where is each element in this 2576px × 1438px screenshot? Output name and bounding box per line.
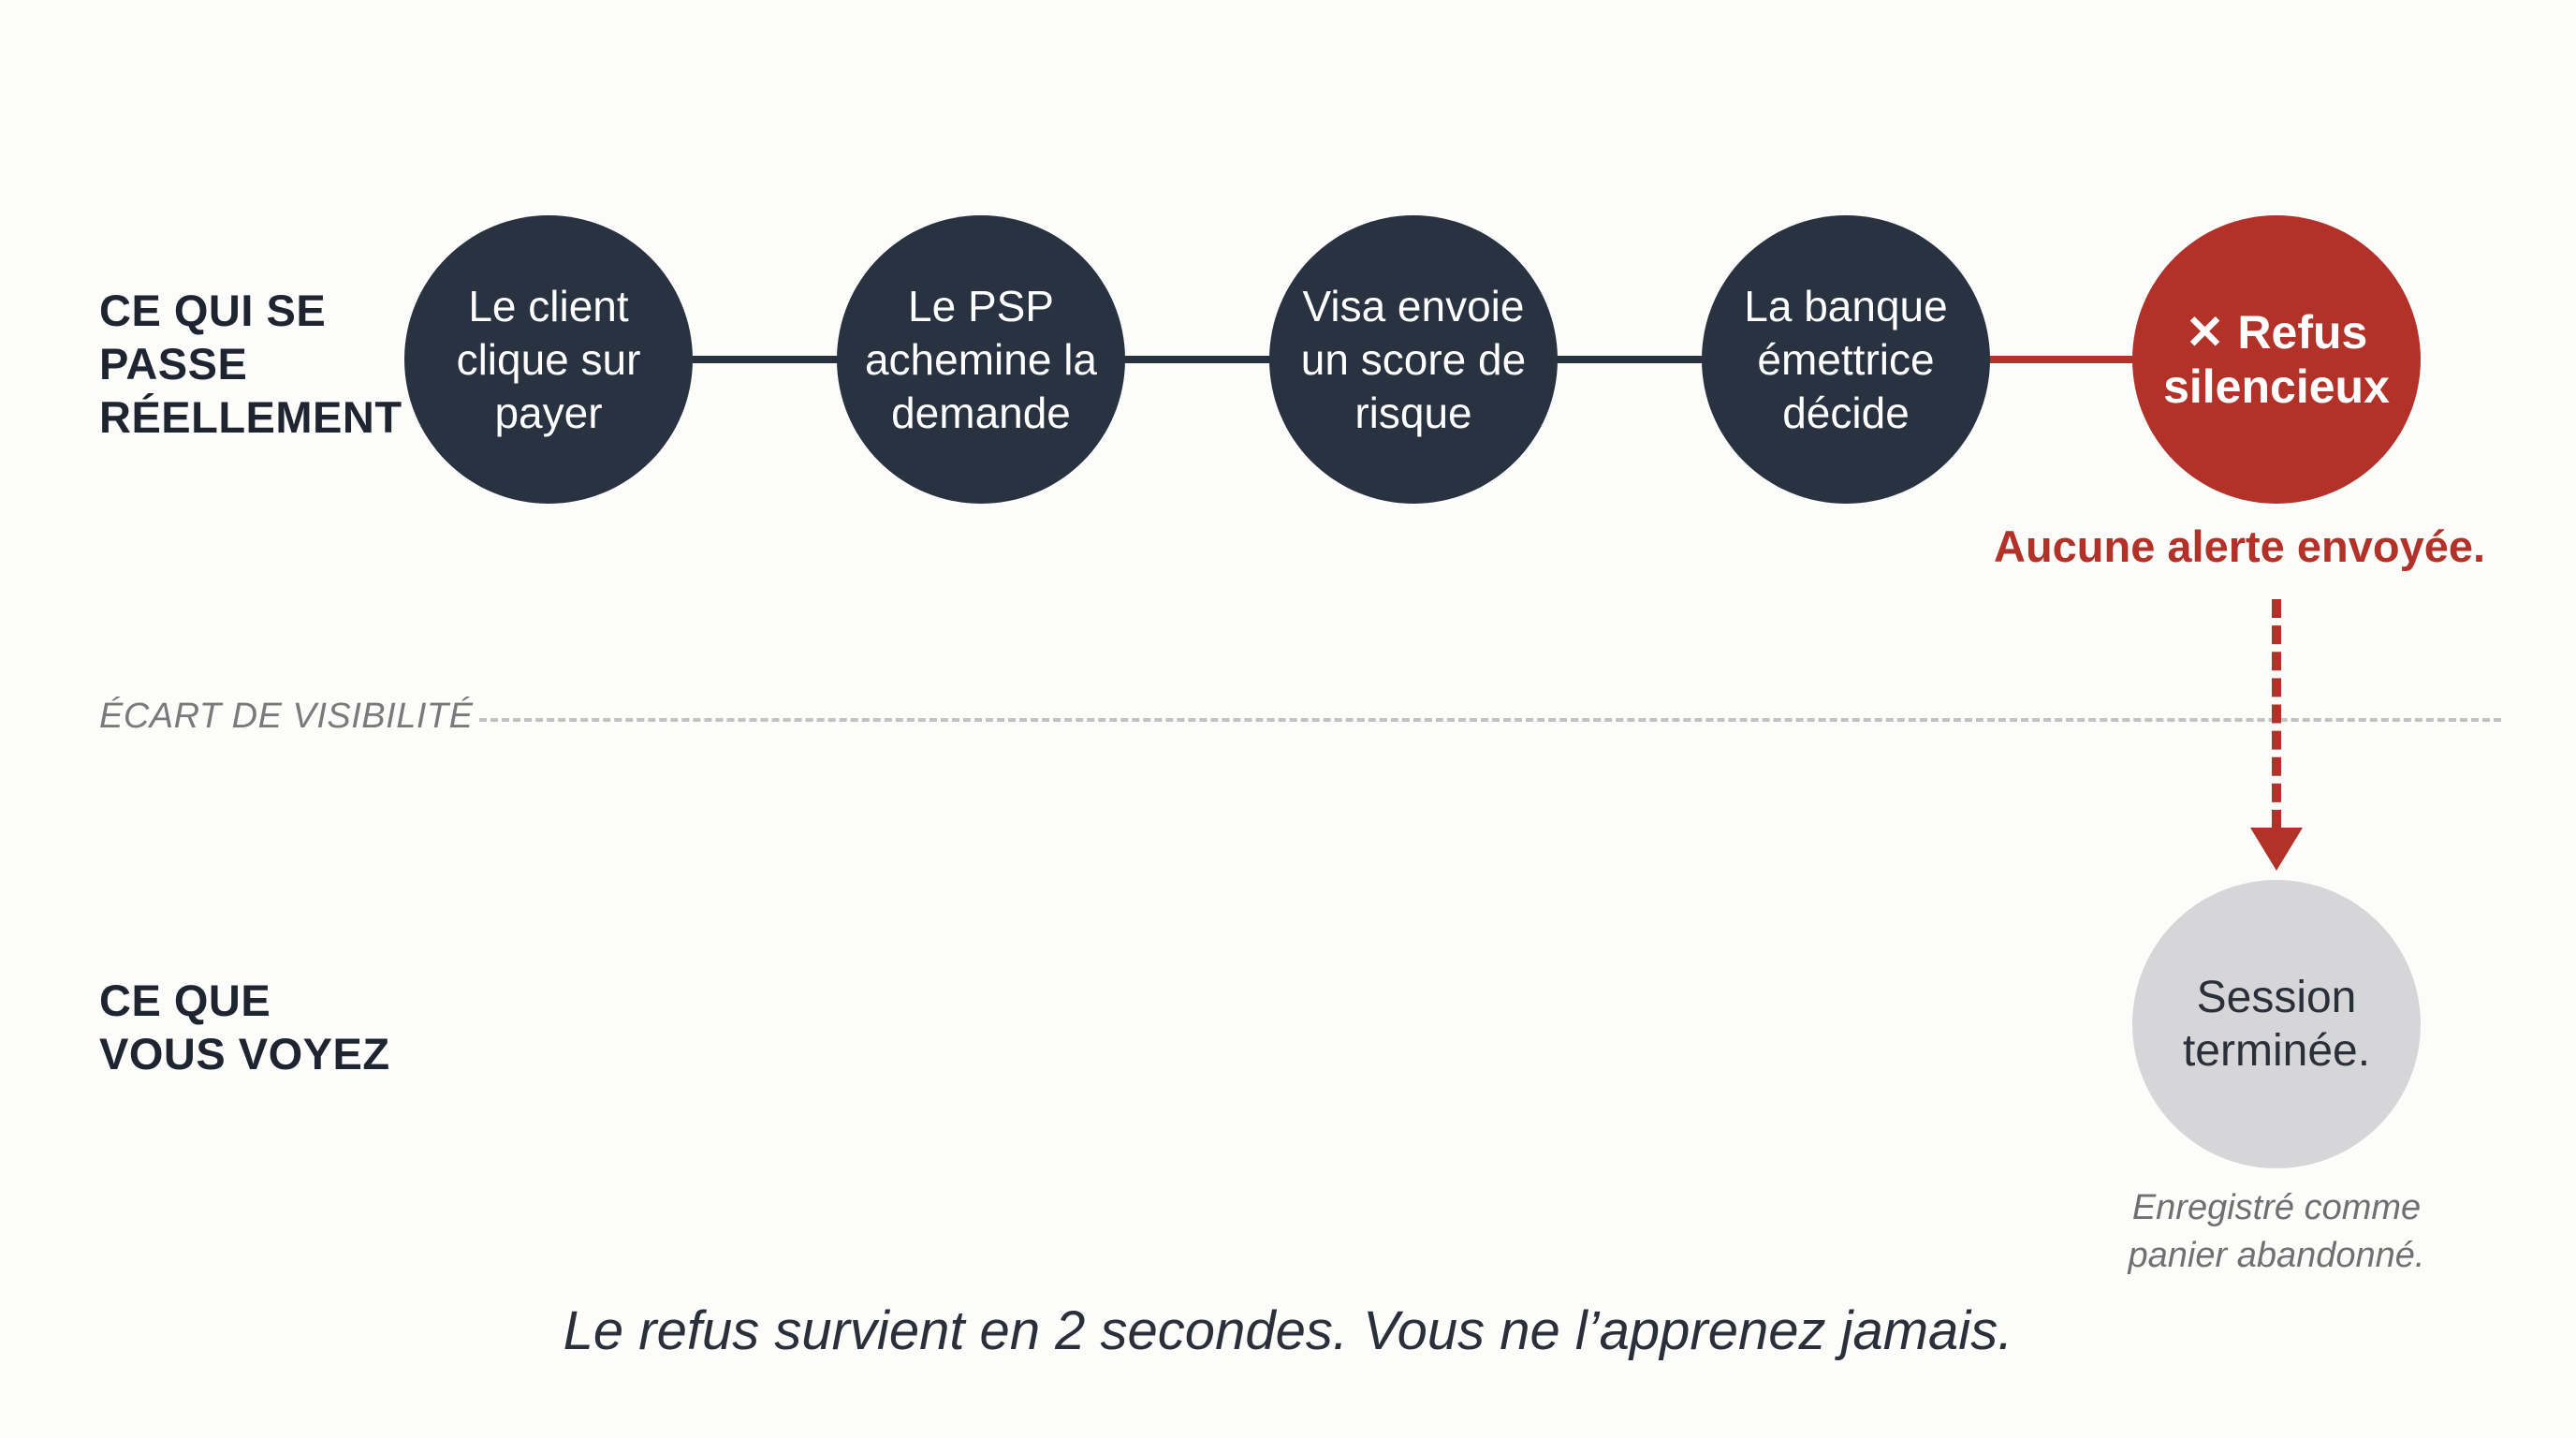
step-customer-clicks-pay: Le client clique sur payer <box>404 215 693 504</box>
session-ended-circle: Session terminée. <box>2132 880 2421 1168</box>
bottom-row-label: CE QUE VOUS VOYEZ <box>99 976 390 1078</box>
visibility-gap-label: ÉCART DE VISIBILITÉ <box>99 697 474 736</box>
connector-2-3 <box>1123 356 1275 363</box>
connector-4-refus <box>1988 356 2138 363</box>
connector-3-4 <box>1556 356 1707 363</box>
step-visa-risk-score: Visa envoie un score de risque <box>1269 215 1558 504</box>
step-silent-refusal: ✕ Refus silencieux <box>2132 215 2421 504</box>
step-label: Visa envoie un score de risque <box>1300 281 1527 437</box>
visibility-gap-divider <box>479 718 2501 722</box>
footer-caption: Le refus survient en 2 secondes. Vous ne… <box>563 1300 2013 1361</box>
step-issuing-bank-decides: La banque émettrice décide <box>1702 215 1990 504</box>
step-psp-routes-request: Le PSP achemine la demande <box>837 215 1125 504</box>
step-label: Le client clique sur payer <box>456 281 641 437</box>
connector-1-2 <box>693 356 842 363</box>
dashed-arrow-shaft <box>2272 599 2281 829</box>
arrow-down-icon <box>2250 828 2303 871</box>
step-label: Le PSP achemine la demande <box>864 281 1098 437</box>
abandoned-cart-note: Enregistré comme panier abandonné. <box>2128 1188 2425 1275</box>
step-label: La banque émettrice décide <box>1744 281 1948 437</box>
top-row-label: CE QUI SE PASSE RÉELLEMENT <box>99 286 402 442</box>
no-alert-text: Aucune alerte envoyée. <box>1994 521 2486 571</box>
session-ended-label: Session terminée. <box>2182 973 2371 1076</box>
refusal-label: ✕ Refus silencieux <box>2163 306 2390 413</box>
